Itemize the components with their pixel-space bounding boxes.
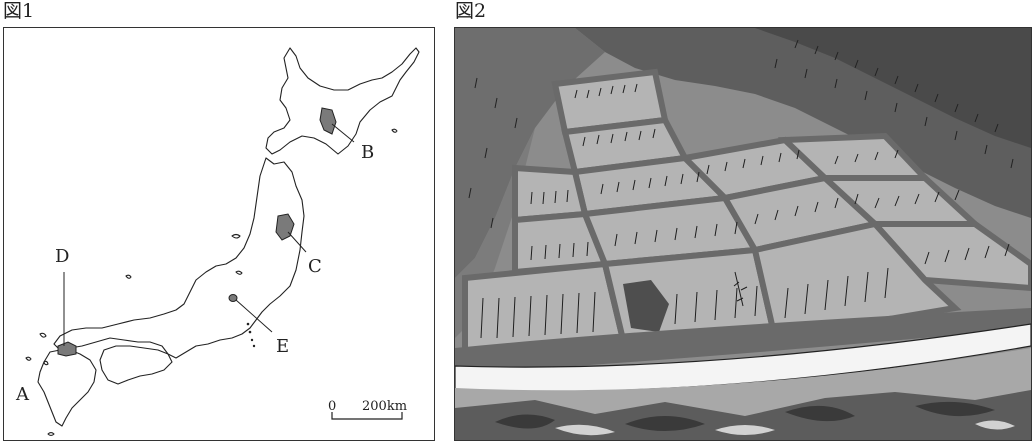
figure-2-title: 図2 (455, 0, 487, 22)
region-e (228, 294, 238, 302)
label-e: E (276, 336, 289, 357)
honshu-outline (53, 157, 305, 359)
japan-map: B C D E A 0 200km (15, 47, 420, 437)
label-b: B (361, 142, 374, 163)
figure-1-title: 図1 (3, 0, 35, 22)
kyushu-outline (37, 349, 97, 427)
region-d (57, 341, 77, 357)
japan-map-panel: B C D E A 0 200km (3, 27, 435, 441)
region-b (319, 107, 337, 135)
shikoku-outline (99, 345, 173, 385)
hokkaido-outline (265, 47, 420, 155)
orchard-illustration-panel (454, 27, 1032, 441)
scale-zero: 0 (328, 399, 336, 414)
label-d: D (55, 246, 69, 267)
scale-bar: 0 200km (328, 399, 407, 420)
label-c: C (308, 256, 322, 277)
label-a: A (15, 384, 30, 405)
orchard-illustration (455, 28, 1031, 440)
scale-distance: 200km (362, 399, 407, 414)
orchard-trees (480, 83, 1010, 339)
